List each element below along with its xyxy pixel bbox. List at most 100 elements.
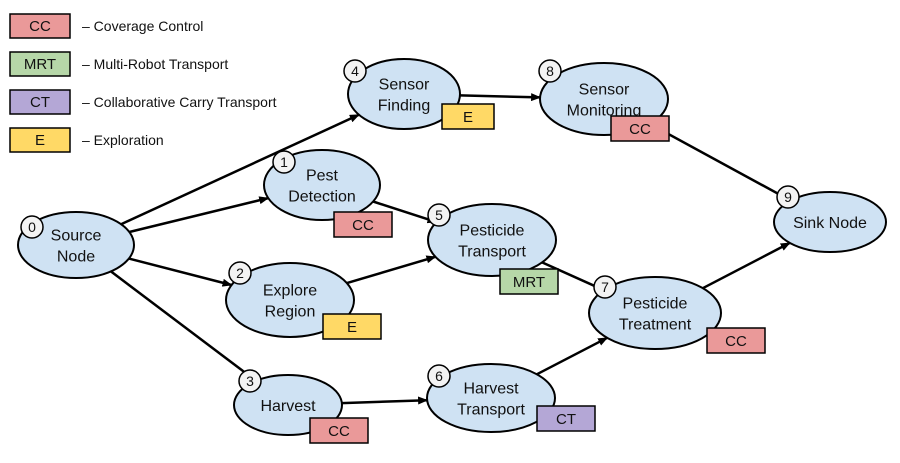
node-badge-cc (309, 417, 369, 444)
edge-7-to-9 (702, 241, 791, 290)
legend-code-ct: CT (30, 94, 50, 111)
node-number: 1 (280, 154, 288, 170)
node-badge-cc (333, 211, 393, 238)
edge-8-to-9 (649, 122, 792, 202)
edge-0-to-3 (110, 270, 257, 382)
node-label-line: Pest (306, 168, 339, 185)
node-badge-label: CT (556, 411, 576, 428)
legend-item-cc: CC – Coverage Control (9, 13, 203, 39)
node-number-circle (228, 261, 252, 285)
node-label-line: Transport (457, 402, 525, 419)
legend-swatch-ct (9, 89, 71, 115)
node-badge-label: CC (629, 121, 651, 138)
node-ellipse (17, 211, 135, 279)
node-label-line: Sensor (379, 77, 430, 94)
node-number-circle (343, 59, 367, 83)
node-label-line: Pesticide (623, 296, 688, 313)
node-number-circle (238, 369, 262, 393)
node-ellipse (427, 203, 557, 277)
node-label-line: Node (57, 249, 95, 266)
node-number: 7 (601, 279, 609, 295)
legend-label-e: – Exploration (82, 132, 164, 148)
edge-4-to-8 (459, 93, 542, 102)
node-badge-label: E (347, 319, 357, 336)
node-badge-mrt (499, 268, 559, 295)
legend-label-mrt: – Multi-Robot Transport (82, 56, 228, 72)
node-badge-label: CC (328, 423, 350, 440)
legend-item-mrt: MRT – Multi-Robot Transport (9, 51, 228, 77)
edge-1-to-5 (372, 200, 438, 224)
node-number-circle (20, 215, 44, 239)
node-label-line: Harvest (463, 381, 519, 398)
node-number-circle (427, 203, 451, 227)
node-number-circle (427, 364, 451, 388)
node-number-circle (593, 275, 617, 299)
node-ellipse (426, 363, 556, 433)
node-badge-label: E (463, 109, 473, 126)
node-label-line: Detection (288, 189, 356, 206)
node-badge-ct (536, 405, 596, 432)
node-badge-cc (610, 115, 670, 142)
node-label-line: Transport (458, 244, 526, 261)
node-number: 6 (435, 368, 443, 384)
node-number: 4 (351, 63, 359, 79)
node-number-circle (538, 59, 562, 83)
node-ellipse (588, 276, 722, 350)
legend-swatch-cc (9, 13, 71, 39)
node-badge-e (322, 313, 382, 340)
node-number-circle (776, 185, 800, 209)
node-label-line: Sink Node (793, 215, 867, 232)
legend-item-ct: CT – Collaborative Carry Transport (9, 89, 277, 115)
legend-swatch-e (9, 127, 71, 153)
node-number: 3 (246, 373, 254, 389)
node-number: 5 (435, 207, 443, 223)
node-number: 2 (236, 265, 244, 281)
edge-0-to-2 (128, 257, 233, 287)
edge-2-to-5 (346, 255, 437, 285)
legend-code-cc: CC (29, 18, 51, 35)
legend-code-e: E (35, 132, 45, 149)
edge-6-to-7 (536, 336, 609, 376)
node-badge-e (441, 103, 495, 130)
node-ellipse (773, 191, 887, 253)
node-badge-cc (706, 327, 766, 354)
node-label-line: Finding (378, 98, 430, 115)
node-3: Harvest 3CC (233, 369, 369, 444)
legend-label-ct: – Collaborative Carry Transport (82, 94, 277, 110)
node-label-line: Source (51, 228, 102, 245)
node-label-line: Pesticide (460, 223, 525, 240)
legend: CC – Coverage Control MRT – Multi-Robot … (9, 13, 277, 153)
node-label-line: Region (265, 304, 316, 321)
nodes: SourceNode0PestDetection1CCExploreRegion… (17, 58, 887, 444)
node-number: 8 (546, 63, 554, 79)
legend-item-e: E – Exploration (9, 127, 164, 153)
node-ellipse (225, 262, 355, 338)
node-label-line: Harvest (260, 398, 316, 415)
edge-3-to-6 (341, 396, 429, 405)
node-ellipse (347, 58, 461, 130)
legend-code-mrt: MRT (24, 56, 56, 73)
node-badge-label: CC (725, 333, 747, 350)
node-badge-label: MRT (513, 274, 545, 291)
node-badge-label: CC (352, 217, 374, 234)
edge-0-to-4 (120, 113, 360, 226)
node-number-circle (272, 150, 296, 174)
node-label-line: Treatment (619, 317, 692, 334)
node-number: 9 (784, 189, 792, 205)
edge-0-to-1 (129, 196, 270, 234)
legend-swatch-mrt (9, 51, 71, 77)
node-label-line: Sensor (579, 82, 630, 99)
node-label-line: Explore (263, 283, 317, 300)
legend-label-cc: – Coverage Control (82, 18, 203, 34)
node-number: 0 (28, 219, 36, 235)
